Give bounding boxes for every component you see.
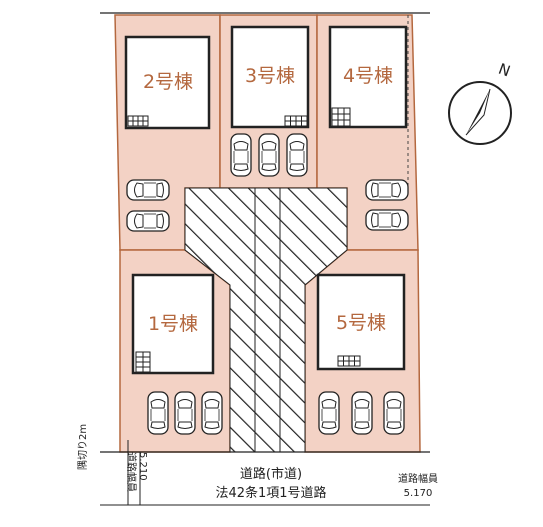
house-label-4: 4号棟 [343, 65, 393, 87]
house-label-2: 2号棟 [143, 71, 193, 93]
parking-car [230, 133, 252, 177]
parking-car [365, 179, 409, 201]
house-label-5: 5号棟 [336, 312, 386, 334]
entrance-grid-icon [284, 115, 308, 127]
parking-car [286, 133, 308, 177]
parking-car [201, 391, 223, 435]
house-label-1: 1号棟 [148, 313, 198, 335]
road-type: 法42条1項1号道路 [215, 485, 326, 501]
road-width-right-label: 道路幅員 [398, 472, 438, 485]
road-width-right-value: 5.170 [404, 488, 433, 499]
parking-car [351, 391, 373, 435]
entrance-grid-icon [127, 115, 149, 127]
building-house-2 [124, 35, 211, 130]
house-label-3: 3号棟 [245, 65, 295, 87]
road-width-left-value: 5.210 [137, 452, 148, 481]
building-house-5 [316, 273, 406, 371]
parking-car [383, 391, 405, 435]
parking-car [365, 209, 409, 231]
compass-north-arrow-icon: N [448, 60, 513, 145]
road-width-left: 道路幅員 5.210 [125, 452, 148, 492]
entrance-grid-icon [135, 351, 151, 373]
building-house-3 [230, 25, 310, 129]
road-name: 道路(市道) [240, 466, 302, 482]
compass-north-label: N [496, 60, 513, 81]
entrance-grid-icon [331, 107, 351, 127]
entrance-grid-icon [337, 355, 361, 367]
corner-cut-note: 隅切り2m [77, 424, 89, 470]
parking-car [258, 133, 280, 177]
road-width-left-label: 道路幅員 [125, 452, 138, 492]
parking-car [174, 391, 196, 435]
parking-car [126, 210, 170, 232]
parking-car [147, 391, 169, 435]
parking-car [318, 391, 340, 435]
parking-car [126, 179, 170, 201]
